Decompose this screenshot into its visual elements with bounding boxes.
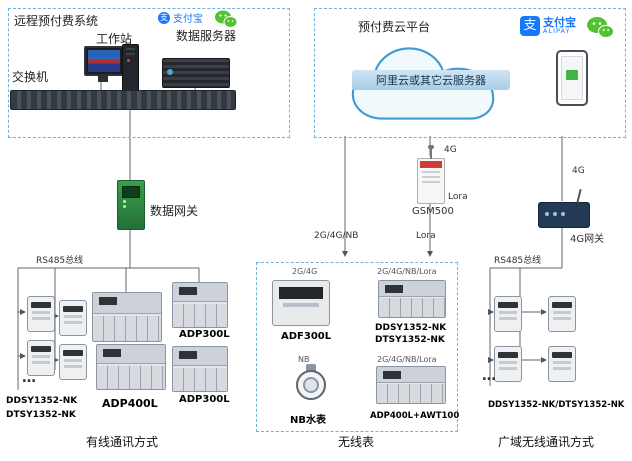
gsm500-label: GSM500 xyxy=(412,206,454,217)
alipay-label: 支付宝 xyxy=(173,14,203,25)
wireless-group-caption: 无线表 xyxy=(338,435,375,449)
cloud-region-title: 预付费云平台 xyxy=(358,20,431,34)
4g-gateway-label: 4G网关 xyxy=(570,234,605,245)
data-server-label: 数据服务器 xyxy=(176,29,237,43)
nb-water-meter-icon xyxy=(296,364,326,406)
nb-water-meter-label: NB水表 xyxy=(290,415,326,426)
alipay-subtitle: ALIPAY xyxy=(543,27,571,36)
conn-tag: 2G/4G xyxy=(292,267,318,276)
phone-app-icon xyxy=(566,70,578,80)
data-server-icon xyxy=(162,58,230,88)
wireless-meter-label: DDSY1352-NK xyxy=(375,323,447,333)
alipay-badge-small: 支 支付宝 xyxy=(158,10,203,25)
single-phase-meter xyxy=(59,300,87,336)
4g-gateway-icon xyxy=(538,188,590,228)
switch-label: 交换机 xyxy=(12,70,49,84)
monitor-screen xyxy=(88,50,120,72)
more-meters-ellipsis: … xyxy=(482,368,497,384)
workstation-label: 工作站 xyxy=(96,32,133,46)
meter-model-label: DTSY1352-NK xyxy=(6,410,76,420)
adp300l-device xyxy=(172,282,228,328)
alipay-icon: 支 xyxy=(158,11,170,24)
4g-label: 4G xyxy=(572,166,585,176)
wired-group-caption: 有线通讯方式 xyxy=(86,435,159,449)
remote-region-title: 远程预付费系统 xyxy=(14,14,99,28)
gsm-lora-label: Lora xyxy=(448,192,468,202)
adf300l-label: ADF300L xyxy=(281,331,332,342)
wireless-meter-label: DTSY1352-NK xyxy=(375,335,445,345)
adp400l-awt100-device xyxy=(376,366,446,404)
adf300l-device xyxy=(272,280,330,326)
more-meters-ellipsis: … xyxy=(22,370,37,386)
alipay-icon: 支 xyxy=(520,16,540,36)
single-phase-meter xyxy=(494,296,522,332)
conn-tag: 2G/4G/NB/Lora xyxy=(377,267,437,276)
single-phase-meter xyxy=(27,296,55,332)
workstation-monitor-icon xyxy=(84,46,124,76)
rs485-bus-label-left: RS485总线 xyxy=(36,256,84,266)
monitor-stand xyxy=(98,74,108,82)
data-gateway-label: 数据网关 xyxy=(150,204,199,218)
adp400l-device xyxy=(92,292,162,342)
single-phase-meter xyxy=(548,296,576,332)
line-2g4gnb-label: 2G/4G/NB xyxy=(314,231,359,241)
conn-tag: 2G/4G/NB/Lora xyxy=(377,355,437,364)
single-phase-meter xyxy=(59,344,87,380)
wan-meter-label: DDSY1352-NK/DTSY1352-NK xyxy=(488,400,625,410)
network-switch-icon xyxy=(10,90,236,110)
single-phase-meter xyxy=(27,340,55,376)
alipay-badge-large: 支 支付宝 ALIPAY xyxy=(520,16,576,36)
adp400l-label: ADP400L xyxy=(102,397,158,410)
rs485-bus-label-right: RS485总线 xyxy=(494,256,542,266)
wireless-meters-region xyxy=(256,262,458,432)
line-lora-label: Lora xyxy=(416,231,436,241)
wan-group-caption: 广域无线通讯方式 xyxy=(498,435,595,449)
cloud-server-label: 阿里云或其它云服务器 xyxy=(352,70,510,90)
single-phase-meter xyxy=(494,346,522,382)
ddsy-rail-meter-device xyxy=(378,280,446,318)
adp400l-device xyxy=(96,344,166,390)
conn-tag: NB xyxy=(298,355,310,364)
single-phase-meter xyxy=(548,346,576,382)
remote-prepaid-system-region xyxy=(8,8,290,138)
wechat-icon xyxy=(215,10,238,28)
phone-icon xyxy=(556,50,588,106)
meter-model-label: DDSY1352-NK xyxy=(6,396,78,406)
workstation-tower-icon xyxy=(122,44,139,92)
adp300l-device xyxy=(172,346,228,392)
adp400l-awt100-label: ADP400L+AWT100 xyxy=(370,411,460,421)
adp300l-label: ADP300L xyxy=(179,329,230,340)
gsm-4g-label: 4G xyxy=(444,145,457,155)
cloud-platform-region xyxy=(314,8,626,138)
wechat-icon xyxy=(587,17,614,38)
alipay-name: 支付宝 xyxy=(543,16,576,30)
adp300l-label: ADP300L xyxy=(179,394,230,405)
data-gateway-icon xyxy=(117,180,145,230)
gsm500-icon xyxy=(417,145,445,204)
